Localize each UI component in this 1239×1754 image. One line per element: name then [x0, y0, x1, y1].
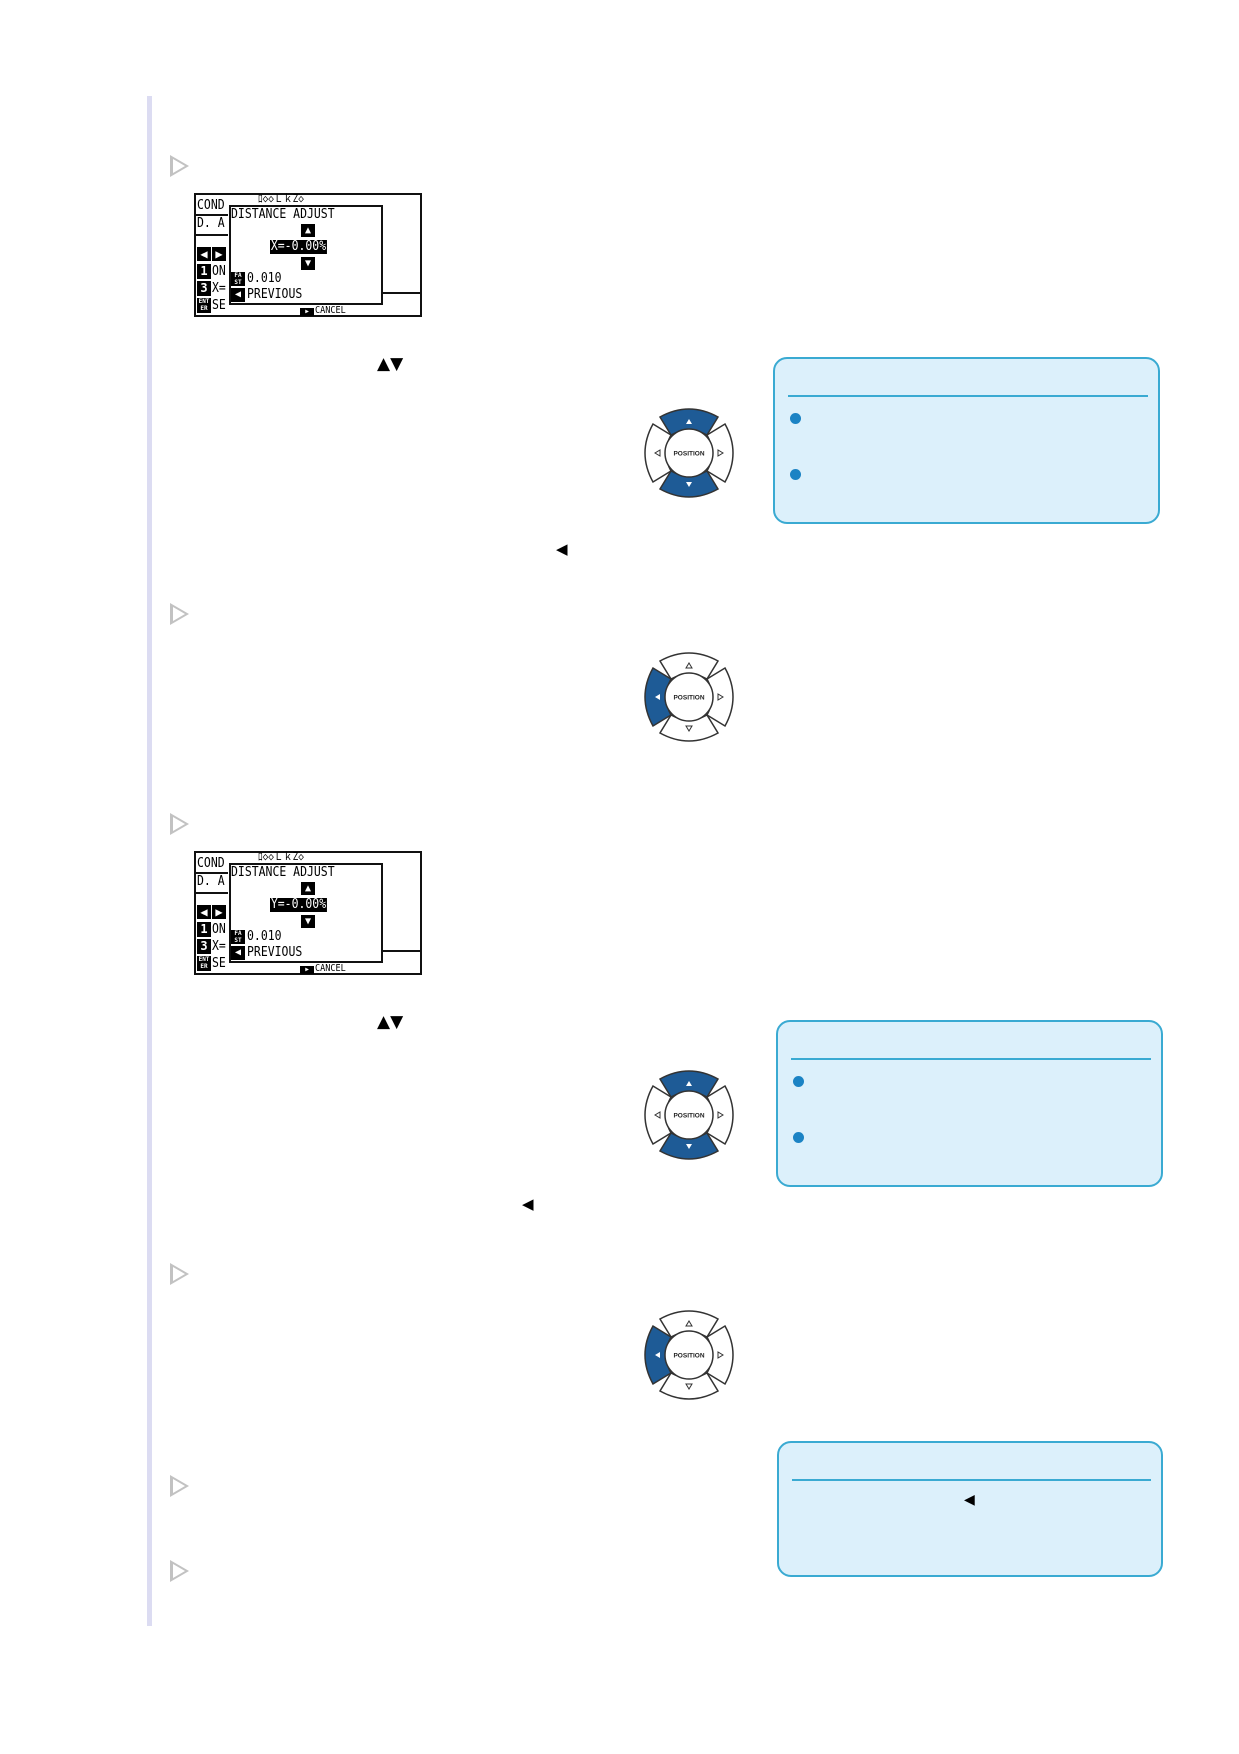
lcd-label-cond: COND — [197, 855, 225, 871]
lcd-label-cond: COND — [197, 197, 225, 213]
lcd-previous-key-icon: ◀ — [231, 288, 245, 302]
lcd-down-arrow-icon: ▼ — [301, 915, 315, 928]
position-pad-label: POSITION — [673, 451, 704, 458]
lcd-up-arrow-icon: ▲ — [301, 224, 315, 237]
step-marker-icon — [170, 1263, 189, 1285]
position-pad-label: POSITION — [673, 1353, 704, 1360]
lcd-left-key-icon: ◀ — [197, 247, 211, 261]
position-pad-up-down: POSITION — [644, 408, 734, 498]
lcd-row-on: ON — [212, 263, 226, 279]
lcd-cancel-label: CANCEL — [315, 305, 346, 316]
position-pad-left: POSITION — [644, 652, 734, 742]
lcd-previous-label: PREVIOUS — [247, 944, 303, 960]
lcd-previous-key-icon: ◀ — [231, 946, 245, 960]
lcd-right-key-icon: ▶ — [212, 905, 226, 919]
lcd-cancel-key-icon: ▶ — [300, 966, 314, 974]
note-rule — [792, 1479, 1151, 1481]
lcd-dialog-title: DISTANCE ADJUST — [231, 864, 335, 880]
note-box — [773, 357, 1160, 524]
lcd-tab-icons: ﾛ◇◇ＬｋZ◇ — [258, 850, 304, 863]
step-marker-icon — [170, 603, 189, 625]
lcd-label-da: D. A — [197, 873, 225, 889]
lcd-screen: ﾛ◇◇ＬｋZ◇ COND D. A ◀ ▶ 1 ON 3 X= ENT ER S… — [194, 851, 422, 975]
step-marker-icon — [170, 1560, 189, 1582]
bullet-icon — [790, 413, 801, 424]
lcd-dialog-title: DISTANCE ADJUST — [231, 206, 335, 222]
left-key-icon: ◀ — [964, 1492, 975, 1508]
lcd-previous-label: PREVIOUS — [247, 286, 303, 302]
lcd-step-value: 0.010 — [247, 928, 282, 944]
lcd-row-on: ON — [212, 921, 226, 937]
lcd-key-3: 3 — [197, 939, 211, 954]
position-pad-left: POSITION — [644, 1310, 734, 1400]
bullet-icon — [793, 1132, 804, 1143]
left-key-icon: ◀ — [556, 540, 568, 558]
lcd-value: X=-0.00% — [270, 238, 327, 254]
lcd-fast-key: FA ST — [231, 930, 245, 944]
lcd-up-arrow-icon: ▲ — [301, 882, 315, 895]
margin-rule — [147, 96, 152, 1626]
note-rule — [788, 395, 1148, 397]
lcd-row-se: SE — [212, 955, 226, 971]
note-box: ◀ — [777, 1441, 1163, 1577]
lcd-label-da: D. A — [197, 215, 225, 231]
position-pad-label: POSITION — [673, 1113, 704, 1120]
lcd-screen: ﾛ◇◇ＬｋZ◇ COND D. A ◀ ▶ 1 ON 3 X= ENT ER S… — [194, 193, 422, 317]
lcd-step-value: 0.010 — [247, 270, 282, 286]
note-box — [776, 1020, 1163, 1187]
step-marker-icon — [170, 1475, 189, 1497]
step-marker-icon — [170, 813, 189, 835]
lcd-down-arrow-icon: ▼ — [301, 257, 315, 270]
note-rule — [791, 1058, 1151, 1060]
lcd-row-se: SE — [212, 297, 226, 313]
lcd-key-enter: ENT ER — [197, 956, 211, 971]
lcd-dialog: DISTANCE ADJUST ▲ Y=-0.00% ▼ FA ST 0.010… — [229, 863, 383, 963]
left-key-icon: ◀ — [522, 1195, 534, 1213]
bullet-icon — [793, 1076, 804, 1087]
lcd-value: Y=-0.00% — [270, 896, 327, 912]
lcd-key-1: 1 — [197, 264, 211, 279]
lcd-key-3: 3 — [197, 281, 211, 296]
lcd-row-x: X= — [212, 280, 226, 296]
lcd-left-key-icon: ◀ — [197, 905, 211, 919]
up-down-keys-icon: ▲▼ — [377, 354, 404, 374]
lcd-key-1: 1 — [197, 922, 211, 937]
position-pad-up-down: POSITION — [644, 1070, 734, 1160]
bullet-icon — [790, 469, 801, 480]
lcd-tab-icons: ﾛ◇◇ＬｋZ◇ — [258, 192, 304, 205]
lcd-cancel-key-icon: ▶ — [300, 308, 314, 316]
lcd-fast-key: FA ST — [231, 272, 245, 286]
lcd-cancel-label: CANCEL — [315, 963, 346, 974]
lcd-dialog: DISTANCE ADJUST ▲ X=-0.00% ▼ FA ST 0.010… — [229, 205, 383, 305]
position-pad-label: POSITION — [673, 695, 704, 702]
lcd-key-enter: ENT ER — [197, 298, 211, 313]
step-marker-icon — [170, 155, 189, 177]
lcd-right-key-icon: ▶ — [212, 247, 226, 261]
lcd-row-x: X= — [212, 938, 226, 954]
up-down-keys-icon: ▲▼ — [377, 1012, 404, 1032]
